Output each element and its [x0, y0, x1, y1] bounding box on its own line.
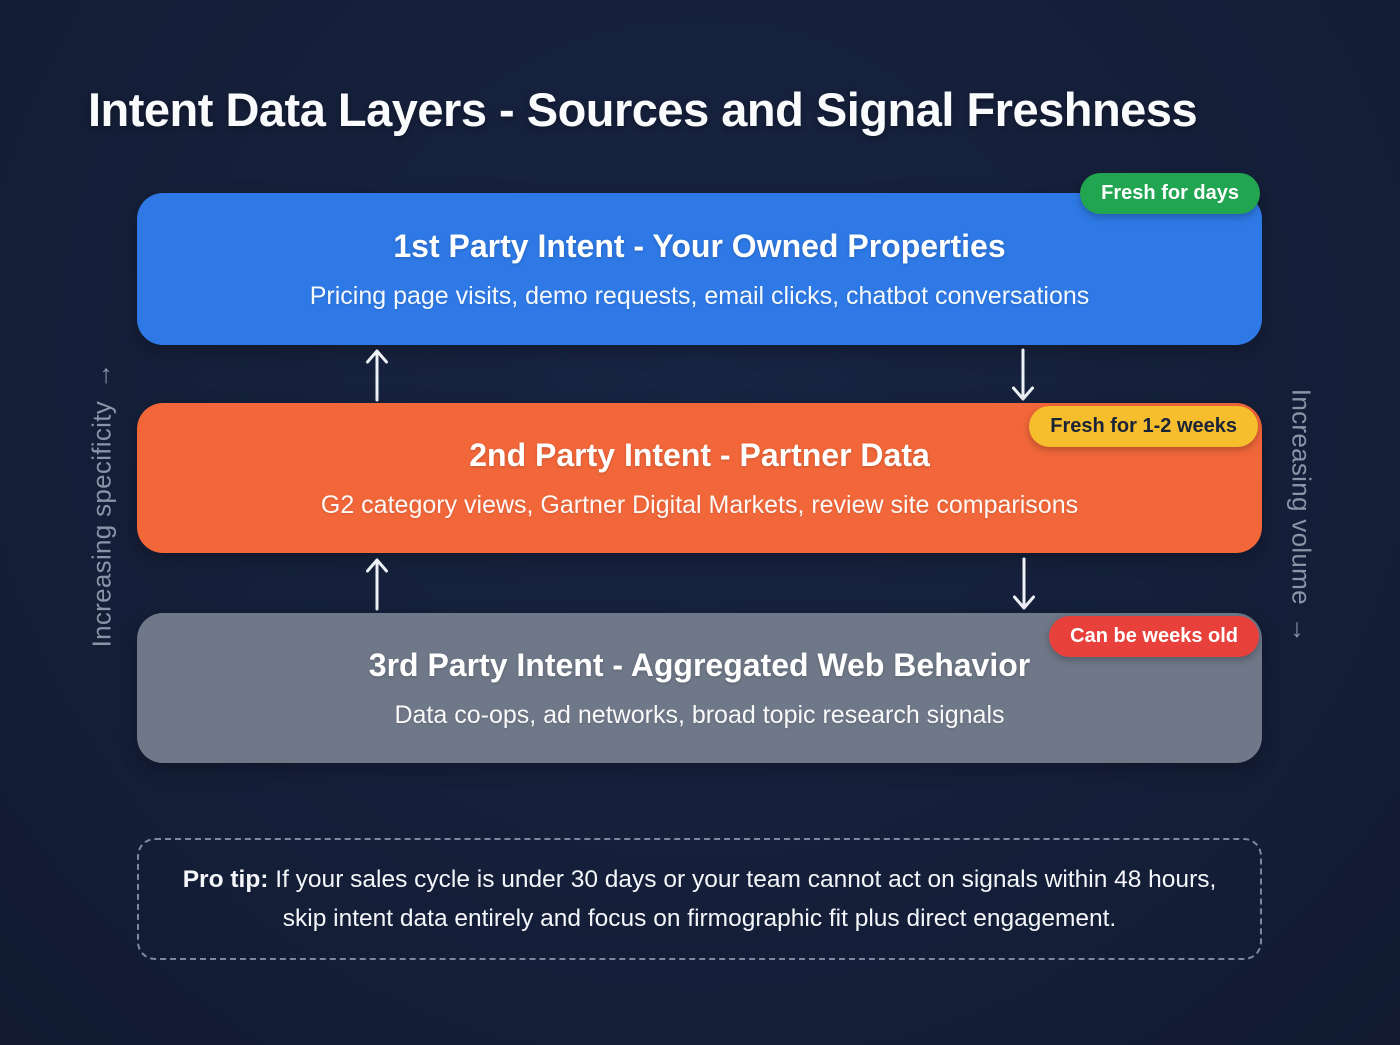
layer-subtitle: G2 category views, Gartner Digital Marke… — [320, 490, 1079, 519]
layer-subtitle: Data co-ops, ad networks, broad topic re… — [394, 700, 1005, 729]
layer-card-2nd-party: 2nd Party Intent - Partner Data G2 categ… — [137, 403, 1262, 553]
layer-card-3rd-party: 3rd Party Intent - Aggregated Web Behavi… — [137, 613, 1262, 763]
up-arrow-icon: → — [86, 362, 117, 389]
layer-title: 1st Party Intent - Your Owned Properties — [393, 227, 1006, 264]
down-arrow-icon — [1012, 348, 1034, 401]
pro-tip-text: Pro tip: If your sales cycle is under 30… — [173, 860, 1226, 938]
layer-title: 2nd Party Intent - Partner Data — [469, 436, 930, 473]
right-axis-label: Increasing volume → — [1286, 389, 1317, 643]
down-arrow-icon: → — [1286, 616, 1317, 644]
layer-title: 3rd Party Intent - Aggregated Web Behavi… — [368, 646, 1031, 683]
pro-tip-label: Pro tip: — [182, 865, 269, 893]
layer-card-1st-party: 1st Party Intent - Your Owned Properties… — [137, 173, 1262, 345]
left-axis-label-text: Increasing specificity — [86, 400, 117, 648]
left-axis-label: Increasing specificity → — [87, 363, 118, 648]
freshness-badge: Can be weeks old — [1049, 616, 1259, 657]
up-arrow-icon — [366, 349, 388, 402]
page-title: Intent Data Layers - Sources and Signal … — [88, 83, 1198, 136]
down-arrow-icon — [1013, 557, 1035, 610]
pro-tip-box: Pro tip: If your sales cycle is under 30… — [137, 838, 1262, 960]
pro-tip-body: If your sales cycle is under 30 days or … — [275, 865, 1217, 932]
freshness-badge: Fresh for days — [1080, 173, 1260, 214]
up-arrow-icon — [366, 558, 388, 611]
right-axis-label-text: Increasing volume — [1286, 388, 1317, 605]
layer-subtitle: Pricing page visits, demo requests, emai… — [309, 281, 1090, 310]
freshness-badge: Fresh for 1-2 weeks — [1029, 406, 1258, 447]
